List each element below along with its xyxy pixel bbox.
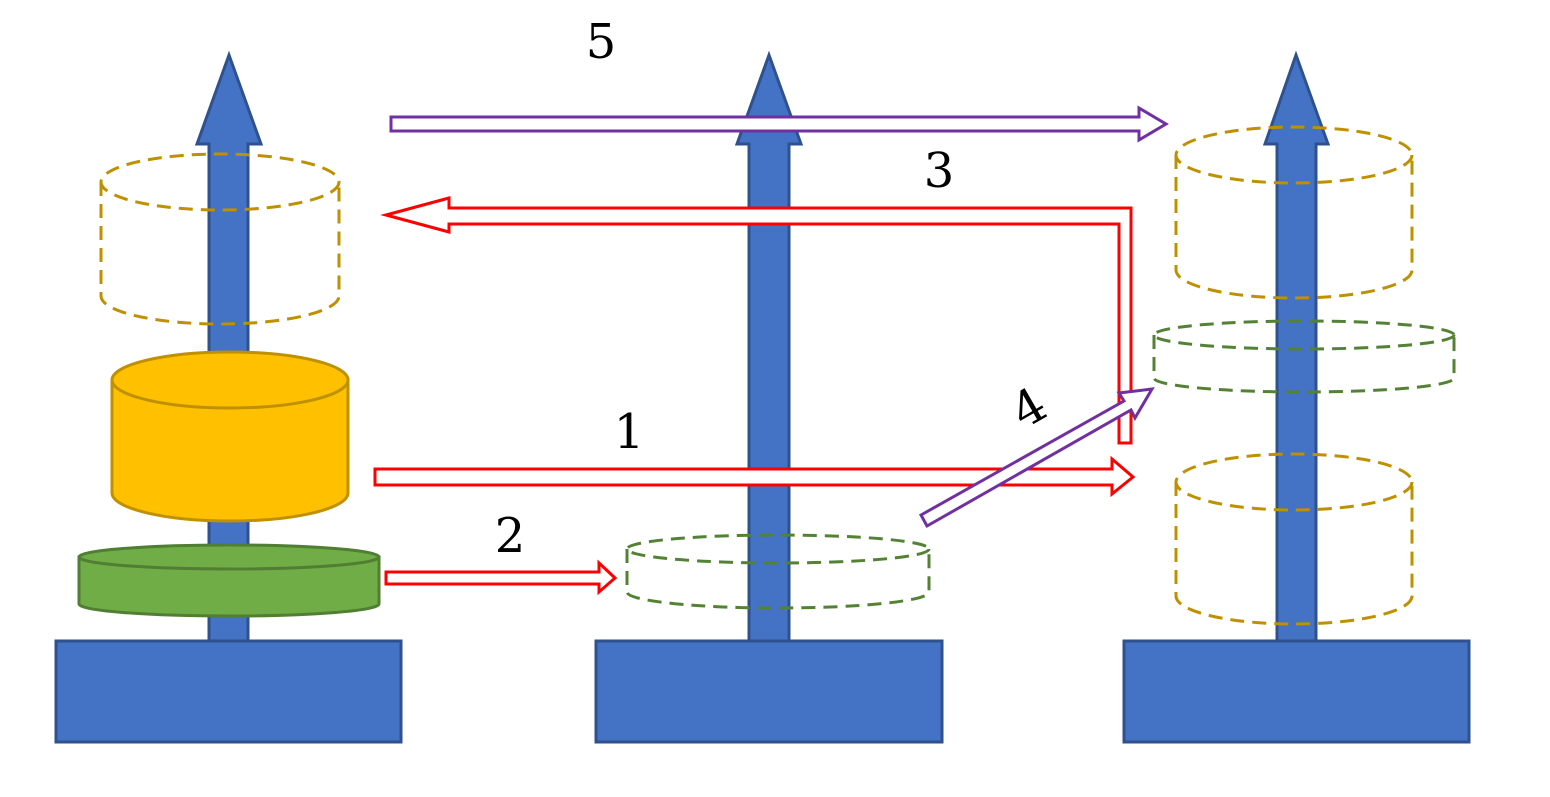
peg-right-base: [1122, 639, 1471, 744]
peg-right: [1122, 50, 1471, 744]
move-2-arrow: [384, 559, 618, 596]
ghost-large-disk-right-top: [1174, 125, 1414, 300]
ghost-small-disk-middle: [625, 533, 931, 610]
ghost-large-disk-right-bottom: [1174, 452, 1414, 626]
move-4-arrow: [918, 387, 1155, 529]
small-disk: [77, 543, 381, 618]
step-label-4: 4: [1002, 376, 1056, 440]
step-label-2: 2: [495, 508, 526, 564]
peg-middle-arrow: [734, 50, 804, 643]
step-label-5: 5: [586, 14, 617, 70]
large-disk: [110, 350, 350, 523]
step-label-1: 1: [614, 404, 645, 460]
move-1-arrow: [373, 455, 1136, 498]
step-label-3: 3: [924, 143, 955, 199]
peg-left-base: [54, 639, 403, 744]
move-5-arrow: [389, 105, 1169, 143]
peg-middle: [594, 50, 944, 744]
ghost-small-disk-right: [1152, 319, 1456, 394]
peg-middle-base: [594, 639, 944, 744]
ghost-large-disk-left-top: [99, 152, 341, 326]
move-3-arrow: [380, 196, 1133, 445]
